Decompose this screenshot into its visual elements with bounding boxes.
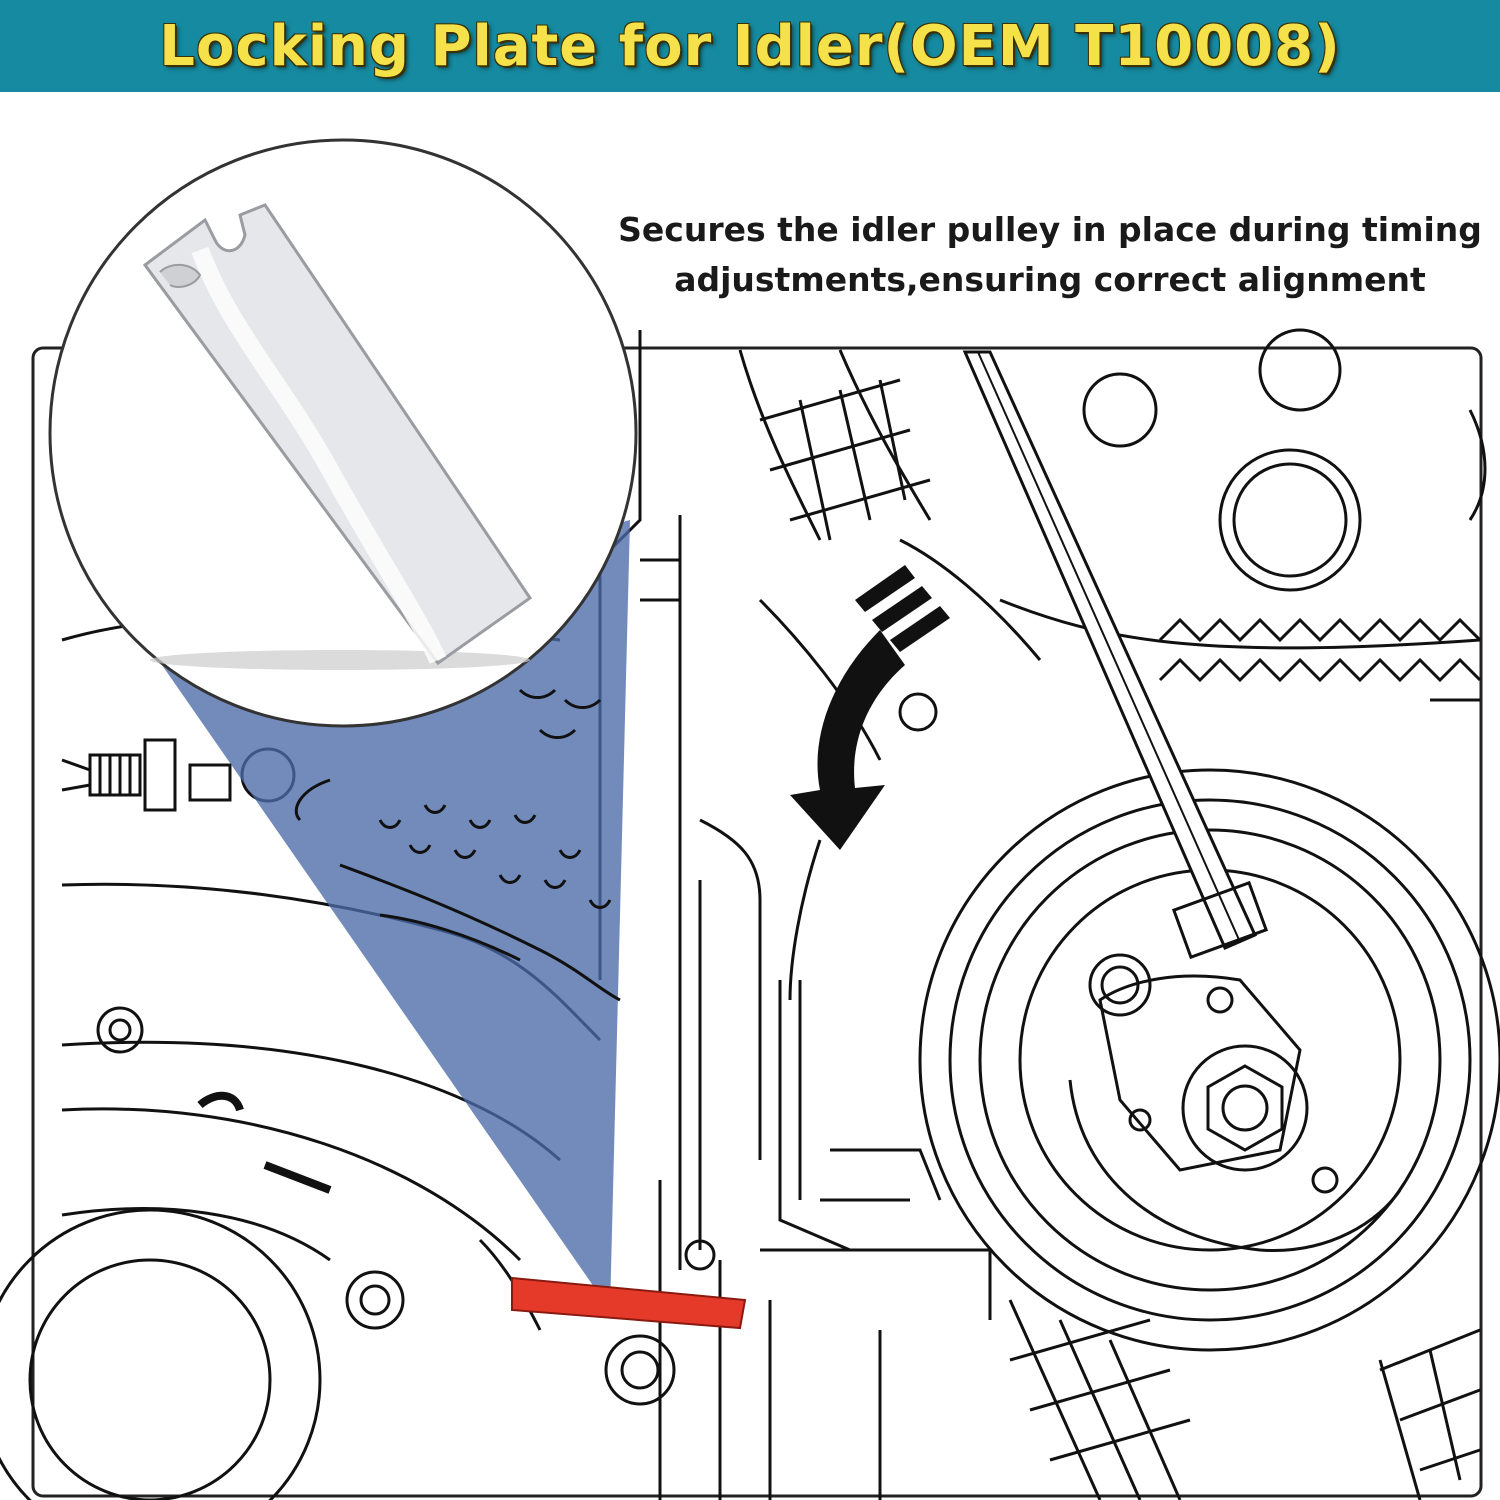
caption-line-2: adjustments,ensuring correct alignment [674, 260, 1426, 299]
caption-line-1: Secures the idler pulley in place during… [618, 210, 1482, 249]
locking-plate-highlight [511, 1276, 747, 1330]
rotation-arrow-icon [790, 565, 950, 850]
engine-line-art [0, 328, 1500, 1500]
hex-wrench-icon [962, 350, 1269, 960]
title-banner: Locking Plate for Idler(OEM T10008) [0, 0, 1500, 92]
callout-squiggles [294, 688, 621, 1002]
page-title: Locking Plate for Idler(OEM T10008) [159, 13, 1341, 79]
description-caption: Secures the idler pulley in place during… [600, 205, 1500, 305]
locking-plate-tool-icon [142, 203, 533, 666]
tool-magnifier [48, 138, 638, 728]
